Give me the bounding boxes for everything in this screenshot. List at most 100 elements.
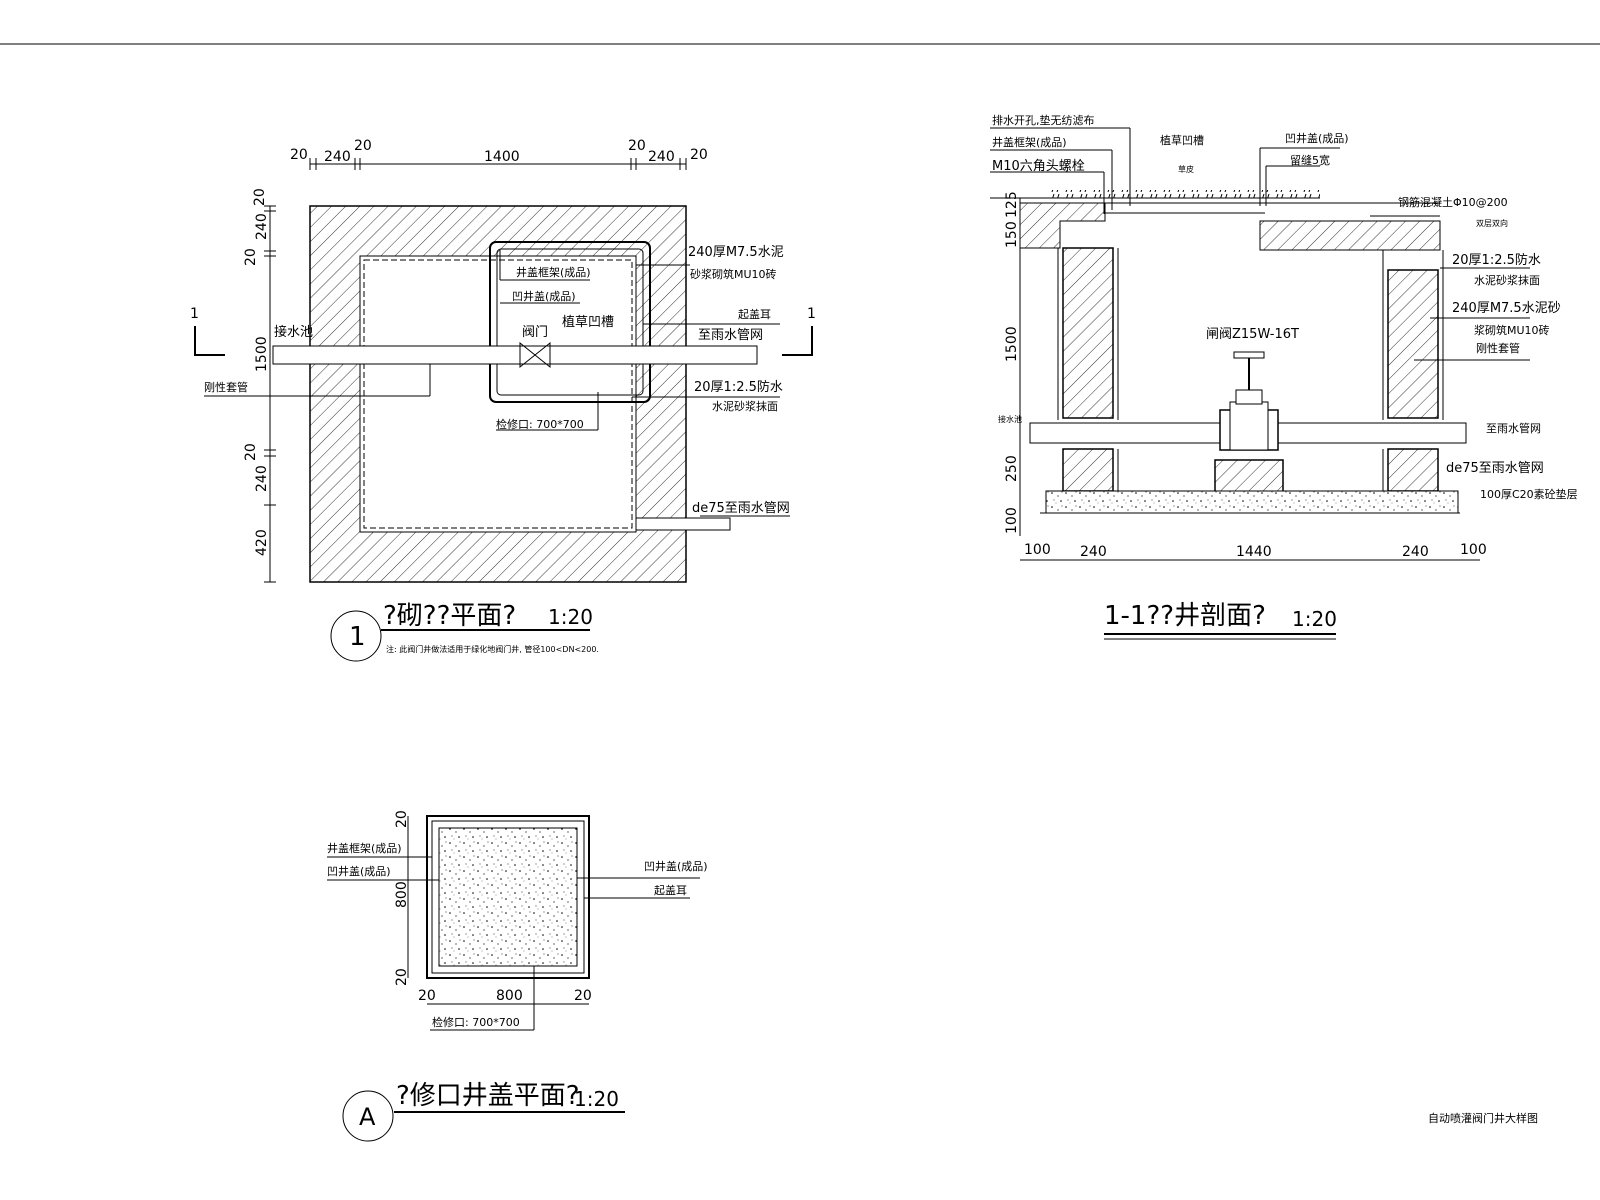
section-dim-bottom-4: 100	[1460, 542, 1487, 558]
plan-label-de75: de75至雨水管网	[692, 501, 790, 516]
plan-dim-top-3: 1400	[484, 149, 520, 165]
plan-label-lift-ear: 起盖耳	[738, 307, 771, 321]
cover-label-cover-frame: 井盖框架(成品)	[327, 841, 402, 855]
cover-dim-bottom-1: 800	[496, 988, 523, 1004]
cover-dim-left-2: 20	[394, 968, 410, 986]
plan-cover-frame	[489, 241, 651, 403]
plan-left-ticks	[264, 205, 276, 583]
plan-scale: 1:20	[548, 605, 593, 629]
plan-top-ticks	[309, 158, 687, 170]
plan-plaster-line	[363, 259, 633, 529]
plan-title-marker	[330, 610, 382, 662]
plan-label-grass-groove: 植草凹槽	[562, 315, 614, 330]
plan-label-recessed-cover: 凹井盖(成品)	[512, 289, 576, 303]
plan-dim-left-5: 240	[254, 465, 270, 492]
cover-dim-bottom-0: 20	[418, 988, 436, 1004]
section-lower-wall-right	[1387, 448, 1439, 492]
plan-label-to-rain: 至雨水管网	[698, 328, 763, 343]
cover-dim-bottom-2: 20	[574, 988, 592, 1004]
plan-dim-left-6: 420	[254, 529, 270, 556]
plan-label-inlet: 接水池	[274, 324, 313, 340]
cover-dim-left-1: 800	[394, 881, 410, 908]
section-label-gap: 留缝5宽	[1290, 153, 1330, 167]
section-dim-left-0: 125	[1004, 191, 1020, 218]
section-label-grass: 草皮	[1178, 164, 1194, 174]
plan-view: 1 1 20 240 20 1400 20 240 20	[190, 138, 816, 662]
cover-title-marker-label: A	[359, 1103, 376, 1131]
plan-label-valve: 阀门	[522, 325, 548, 340]
plan-title-marker-label: 1	[349, 622, 366, 652]
plan-dim-left-4: 20	[243, 443, 259, 461]
rc-slab-left	[1019, 202, 1106, 249]
section-label-wall: 240厚M7.5水泥砂	[1452, 301, 1561, 316]
plan-note: 注: 此阀门井做法适用于绿化地阀门井, 管径100<DN<200.	[386, 644, 599, 654]
section-label-to-rain-pipe: 至雨水管网	[1486, 421, 1541, 435]
section-lower-wall-left	[1062, 448, 1114, 492]
plan-title: ?砌??平面?	[383, 601, 516, 631]
section-dim-bottom-0: 100	[1024, 542, 1051, 558]
section-label-drain-hole: 排水开孔,垫无纺滤布	[992, 113, 1095, 127]
plan-label-plaster: 20厚1:2.5防水	[694, 379, 783, 395]
section-view: 125 150 1500 250 100 100 240 1440 240 10…	[990, 113, 1578, 640]
cover-label-lift-ear: 起盖耳	[654, 883, 687, 897]
plan-label-wall2: 砂浆砌筑MU10砖	[690, 267, 777, 281]
plan-pipe	[272, 345, 758, 365]
section-label-valve: 闸阀Z15W-16T	[1206, 327, 1299, 342]
concrete-base	[1045, 490, 1459, 514]
section-dim-left-4: 100	[1004, 507, 1020, 534]
plan-label-wall: 240厚M7.5水泥	[688, 245, 784, 260]
section-label-bolt: M10六角头螺栓	[992, 159, 1085, 174]
cover-plan-view: 20 800 20 20 800 20 井盖框架(成品) 凹井盖(成品) 凹井盖…	[327, 810, 708, 1142]
gate-valve	[1214, 351, 1284, 493]
cover-concrete-fill	[438, 827, 578, 967]
cover-label-recessed-cover-right: 凹井盖(成品)	[644, 859, 708, 873]
rc-slab-right	[1259, 220, 1441, 251]
section-label-wall2: 浆砌筑MU10砖	[1474, 323, 1550, 337]
section-label-plaster: 20厚1:2.5防水	[1452, 252, 1541, 268]
plan-label-casing: 刚性套管	[204, 380, 248, 394]
plan-leaders	[496, 250, 790, 517]
section-label-plaster2: 水泥砂浆抹面	[1474, 273, 1540, 287]
plan-label-cover-frame: 井盖框架(成品)	[516, 265, 591, 279]
section-dim-left-1: 150	[1004, 221, 1020, 248]
grass-strip	[1050, 190, 1320, 198]
cover-label-opening: 检修口: 700*700	[432, 1015, 520, 1029]
section-label-recessed-cover: 凹井盖(成品)	[1285, 131, 1349, 145]
section-label-de75: de75至雨水管网	[1446, 461, 1544, 476]
cover-dim-left-0: 20	[394, 810, 410, 828]
plan-dim-top-6: 20	[690, 147, 708, 163]
plan-dim-top-0: 20	[290, 147, 308, 163]
plan-label-opening: 检修口: 700*700	[496, 417, 584, 431]
plan-dim-top-4: 20	[628, 138, 646, 154]
section-label-rc-slab: 钢筋混凝土Φ10@200	[1398, 195, 1508, 209]
section-dim-bottom-1: 240	[1080, 544, 1107, 560]
section-dim-bottom-3: 240	[1402, 544, 1429, 560]
section-label-cover-frame: 井盖框架(成品)	[992, 135, 1067, 149]
plan-dim-top-5: 240	[648, 149, 675, 165]
section-wall-left	[1062, 247, 1114, 419]
plan-de75-pipe	[635, 517, 731, 531]
section-mark-right-label: 1	[807, 306, 816, 322]
section-leaders	[990, 127, 1530, 361]
plan-dim-top-2: 20	[354, 138, 372, 154]
cover-scale: 1:20	[574, 1087, 619, 1111]
section-dim-left-3: 250	[1004, 455, 1020, 482]
plan-dim-left-1: 240	[254, 213, 270, 240]
section-mark-left-label: 1	[190, 306, 199, 322]
section-dim-left-2: 1500	[1004, 326, 1020, 362]
section-title: 1-1??井剖面?	[1104, 601, 1266, 631]
section-mark-right	[782, 326, 813, 356]
cover-frame-inner	[431, 820, 585, 974]
plan-dim-left-2: 20	[243, 248, 259, 266]
plan-dim-top-1: 240	[324, 149, 351, 165]
plan-dim-left-0: 20	[252, 188, 268, 206]
section-wall-right	[1387, 269, 1439, 419]
section-label-casing: 刚性套管	[1476, 341, 1520, 355]
cover-title: ?修口井盖平面?	[396, 1081, 580, 1111]
section-label-base: 100厚C20素砼垫层	[1480, 487, 1578, 501]
section-mark-left	[194, 326, 225, 356]
section-scale: 1:20	[1292, 607, 1337, 631]
section-label-grass-groove: 植草凹槽	[1160, 133, 1204, 147]
cover-label-recessed-cover: 凹井盖(成品)	[327, 864, 391, 878]
